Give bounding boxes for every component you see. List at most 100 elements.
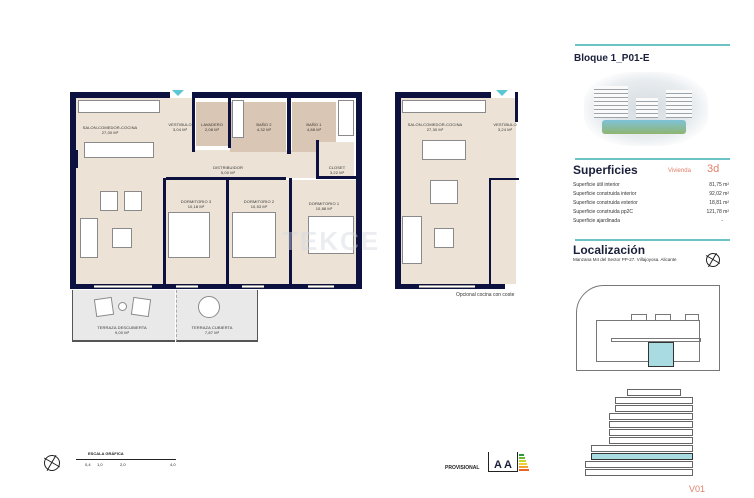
room-label-bano1: BAÑO 14,88 m² (306, 122, 322, 132)
building-block (631, 314, 647, 321)
wall (192, 98, 195, 152)
view-code: V01 (689, 484, 706, 494)
superficies-divider (575, 158, 730, 160)
wall (70, 150, 78, 168)
window (94, 285, 152, 288)
window (308, 285, 334, 288)
localizacion-divider (575, 239, 730, 241)
kitchen-island (84, 142, 154, 158)
vivienda-label: Vivienda (668, 168, 691, 174)
scale-tick-1: 1,0 (97, 462, 103, 467)
floor-level (609, 429, 693, 436)
bed (308, 216, 354, 254)
wall (226, 178, 229, 284)
address-text: Manzana M4 del Sector PP-27. Villajoyosa… (573, 257, 677, 262)
wall (70, 92, 76, 288)
wall (316, 176, 356, 179)
wall (70, 284, 362, 289)
wall (287, 98, 291, 154)
wall (228, 98, 231, 148)
option-caption: Opcional cocina con coste (456, 292, 515, 298)
wall (163, 178, 166, 284)
entrance-arrow-icon (496, 90, 508, 96)
bed (168, 212, 210, 258)
building-block (685, 314, 699, 321)
entrance-arrow-icon (172, 90, 184, 96)
wall (395, 92, 401, 288)
sofa (402, 216, 422, 264)
window (419, 285, 475, 288)
room-label-dormitorio2: DORMITORIO 210,53 m² (243, 199, 275, 209)
scale-bar (76, 459, 176, 461)
kitchen-counter (402, 100, 486, 113)
wall (489, 178, 519, 180)
corridor (611, 338, 701, 342)
armchair (124, 191, 142, 211)
room-label-dormitorio1: DORMITORIO 110,88 m² (308, 201, 340, 211)
lounge-chair (130, 296, 152, 318)
building-block (655, 314, 671, 321)
window (176, 285, 198, 288)
scale-tick-3: 4,0 (170, 462, 176, 467)
scale-tick-0: 0,4 (85, 462, 91, 467)
room-label-dormitorio3: DORMITORIO 310,18 m² (180, 199, 212, 209)
lounge-chair (93, 296, 115, 318)
wall (70, 92, 170, 98)
site-boundary (576, 285, 720, 371)
highlighted-floor-level (591, 453, 693, 460)
superficies-heading: Superficies (573, 163, 638, 177)
kitchen-island (422, 140, 466, 160)
terrace-uncovered (72, 290, 175, 342)
closet-floor (318, 142, 354, 178)
compass-icon (705, 252, 721, 268)
block-title: Bloque 1_P01-E (574, 53, 650, 64)
wall (316, 140, 319, 178)
provisional-label: PROVISIONAL (445, 465, 480, 471)
room-label-bano2: BAÑO 24,32 m² (256, 122, 272, 132)
energy-scale-icon (519, 454, 531, 472)
kitchen-counter (78, 100, 160, 113)
distributor-floor (166, 150, 316, 178)
floor-level (609, 413, 693, 420)
window (242, 285, 264, 288)
wall (515, 92, 518, 122)
floor-level (609, 437, 693, 444)
watermark: TEKCE (282, 226, 381, 256)
wall (192, 92, 362, 98)
scale-label: ESCALA GRÁFICA (88, 451, 124, 456)
energy-rating-2: A (504, 459, 512, 471)
wall (166, 177, 286, 180)
title-divider (575, 44, 730, 46)
floor-level (615, 397, 693, 404)
bed (232, 212, 276, 258)
laundry-floor (196, 102, 228, 146)
sofa (80, 218, 98, 258)
superficie-row: Superficie ajardinada- (573, 218, 723, 224)
bathtub (232, 100, 244, 138)
floor-level (627, 389, 681, 396)
floor-level (615, 405, 693, 412)
floor-level (609, 421, 693, 428)
coffee-table (112, 228, 132, 248)
wall (395, 92, 491, 98)
highlighted-unit (648, 342, 674, 367)
floor-level (585, 469, 693, 476)
floor-level (585, 461, 693, 468)
floor-level (591, 445, 693, 452)
armchair (100, 191, 118, 211)
dining-table (430, 180, 458, 204)
vestibule-floor (166, 98, 192, 158)
energy-rating-1: A (494, 459, 502, 471)
